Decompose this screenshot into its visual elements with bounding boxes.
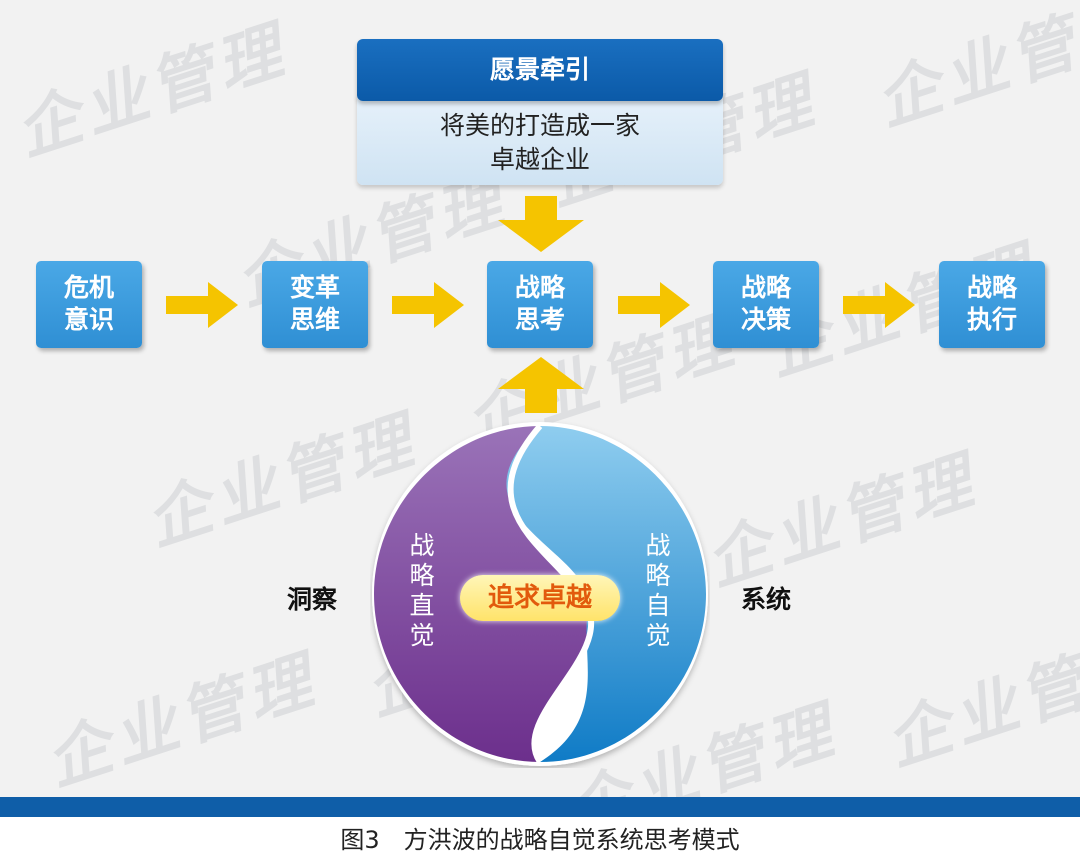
vertical-char: 直	[409, 591, 434, 620]
vision-box: 将美的打造成一家 卓越企业 愿景牵引	[357, 39, 723, 185]
arrow-right-icon	[843, 282, 915, 328]
process-line: 执行	[966, 305, 1017, 334]
vertical-char: 略	[409, 561, 434, 590]
process-line: 思维	[289, 305, 340, 334]
watermark: 企业管理	[866, 0, 1080, 141]
process-box-decision: 战略 决策	[713, 261, 819, 348]
process-line: 战略	[966, 273, 1017, 302]
bottom-bar	[0, 797, 1080, 817]
pursue-excellence-badge: 追求卓越	[460, 575, 620, 621]
process-line: 决策	[740, 305, 791, 334]
arrow-right-icon	[392, 282, 464, 328]
process-line: 危机	[63, 273, 114, 302]
process-line: 战略	[514, 273, 565, 302]
arrow-right-icon	[618, 282, 690, 328]
system-label: 系统	[741, 585, 792, 614]
vision-line-2: 卓越企业	[489, 145, 590, 174]
vertical-char: 略	[645, 561, 670, 590]
process-line: 战略	[740, 273, 791, 302]
process-box-change: 变革 思维	[262, 261, 368, 348]
vertical-char: 觉	[645, 621, 670, 650]
watermark: 企业管理	[6, 12, 297, 171]
watermark: 企业管理	[36, 642, 327, 801]
strategic-consciousness-text: 战略自觉	[645, 531, 670, 650]
process-line: 意识	[63, 305, 114, 334]
process-box-execution: 战略 执行	[939, 261, 1045, 348]
vertical-char: 战	[409, 531, 434, 560]
arrow-down-icon	[498, 196, 584, 252]
vertical-char: 觉	[409, 621, 434, 650]
figure-caption: 图3 方洪波的战略自觉系统思考模式	[0, 817, 1080, 863]
vision-line-1: 将美的打造成一家	[439, 111, 640, 140]
insight-label: 洞察	[287, 585, 338, 614]
strategic-intuition-text: 战略直觉	[409, 531, 434, 650]
vision-body: 将美的打造成一家 卓越企业	[357, 95, 723, 185]
arrow-right-icon	[166, 282, 238, 328]
process-box-crisis: 危机 意识	[36, 261, 142, 348]
process-line: 变革	[289, 273, 340, 302]
process-line: 思考	[514, 305, 565, 334]
watermark: 企业管理	[696, 442, 987, 601]
watermark: 企业管理	[876, 622, 1080, 781]
process-box-thinking: 战略 思考	[487, 261, 593, 348]
arrow-up-icon	[498, 357, 584, 413]
vision-title: 愿景牵引	[357, 39, 723, 101]
vertical-char: 战	[645, 531, 670, 560]
vertical-char: 自	[645, 591, 670, 620]
